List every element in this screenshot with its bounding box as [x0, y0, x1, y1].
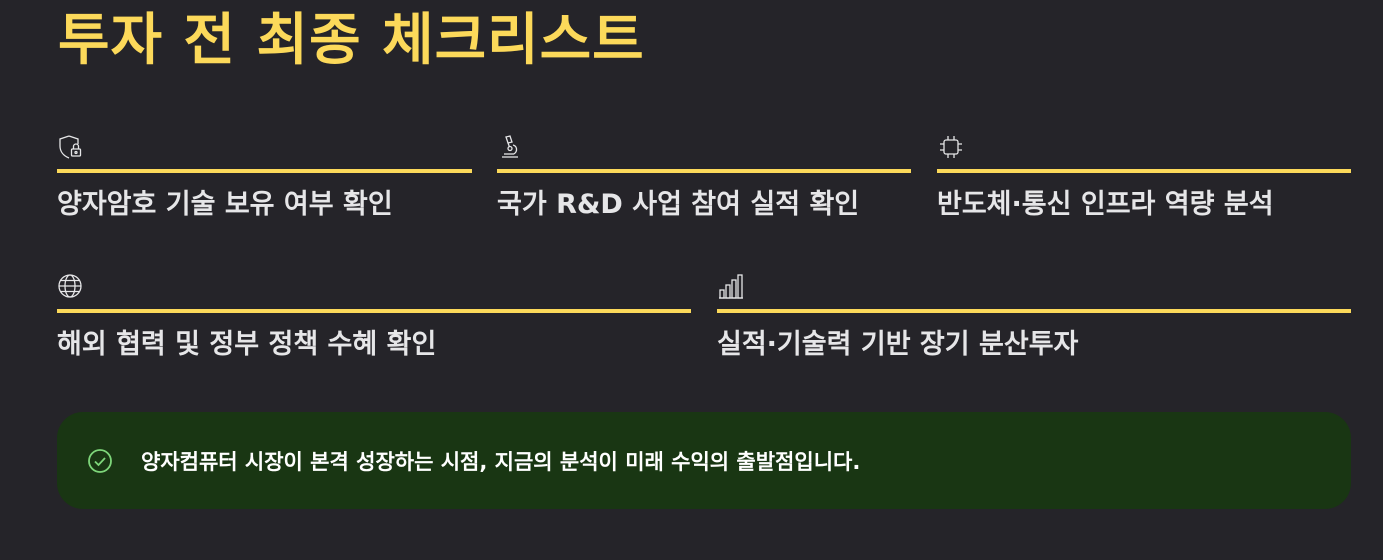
microscope-icon [497, 133, 525, 161]
chip-icon [937, 133, 965, 161]
checklist-item-label: 양자암호 기술 보유 여부 확인 [57, 189, 393, 220]
checklist-item-long-term-investment: 실적·기술력 기반 장기 분산투자 [717, 273, 1351, 363]
checklist-item-label: 실적·기술력 기반 장기 분산투자 [717, 329, 1079, 360]
divider [57, 169, 472, 173]
checklist-item-label: 해외 협력 및 정부 정책 수혜 확인 [57, 329, 437, 360]
divider [497, 169, 911, 173]
checklist-item-label: 국가 R&D 사업 참여 실적 확인 [497, 189, 860, 220]
checklist-item-semiconductor: 반도체·통신 인프라 역량 분석 [937, 133, 1351, 223]
conclusion-banner: 양자컴퓨터 시장이 본격 성장하는 시점, 지금의 분석이 미래 수익의 출발점… [57, 412, 1351, 509]
globe-icon [57, 273, 85, 301]
checklist-item-quantum-crypto: 양자암호 기술 보유 여부 확인 [57, 133, 472, 223]
checklist-item-label: 반도체·통신 인프라 역량 분석 [937, 189, 1274, 220]
checklist-item-rnd: 국가 R&D 사업 참여 실적 확인 [497, 133, 911, 223]
divider [937, 169, 1351, 173]
bar-chart-icon [717, 273, 745, 301]
divider [717, 309, 1351, 313]
divider [57, 309, 691, 313]
banner-message: 양자컴퓨터 시장이 본격 성장하는 시점, 지금의 분석이 미래 수익의 출발점… [141, 449, 861, 474]
check-circle-icon [87, 448, 113, 474]
page-title: 투자 전 최종 체크리스트 [58, 8, 645, 73]
checklist-item-global-cooperation: 해외 협력 및 정부 정책 수혜 확인 [57, 273, 691, 363]
shield-lock-icon [57, 133, 85, 161]
